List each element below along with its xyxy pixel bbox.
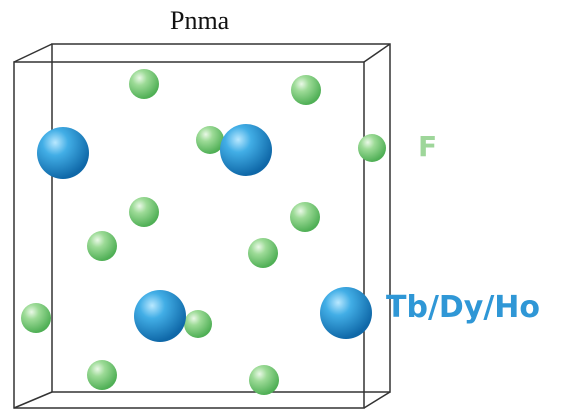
f-atom bbox=[87, 231, 117, 261]
tb-dy-ho-legend-label: Tb/Dy/Ho bbox=[386, 290, 541, 325]
f-legend-label: F bbox=[418, 130, 438, 163]
front-face bbox=[13, 61, 365, 409]
tb-atom bbox=[320, 287, 372, 339]
f-atom bbox=[196, 126, 224, 154]
unit-cell-box bbox=[13, 43, 391, 409]
tb-atom bbox=[220, 124, 272, 176]
f-atom bbox=[291, 75, 321, 105]
tb-atom bbox=[134, 290, 186, 342]
f-atom bbox=[248, 238, 278, 268]
f-atom bbox=[358, 134, 386, 162]
edge-bottom-left bbox=[13, 391, 53, 409]
edge-bottom-right bbox=[363, 391, 391, 409]
tb-dy-ho-atoms bbox=[37, 124, 372, 342]
f-atoms bbox=[21, 69, 386, 395]
space-group-title: Pnma bbox=[170, 6, 230, 35]
f-atom bbox=[87, 360, 117, 390]
f-atom bbox=[184, 310, 212, 338]
edge-top-left bbox=[13, 43, 53, 63]
f-atom bbox=[129, 69, 159, 99]
f-atom bbox=[21, 303, 51, 333]
edge-top-right bbox=[363, 43, 391, 63]
f-atom bbox=[249, 365, 279, 395]
back-face bbox=[51, 43, 391, 393]
tb-atom bbox=[37, 127, 89, 179]
f-atom bbox=[290, 202, 320, 232]
f-atom bbox=[129, 197, 159, 227]
